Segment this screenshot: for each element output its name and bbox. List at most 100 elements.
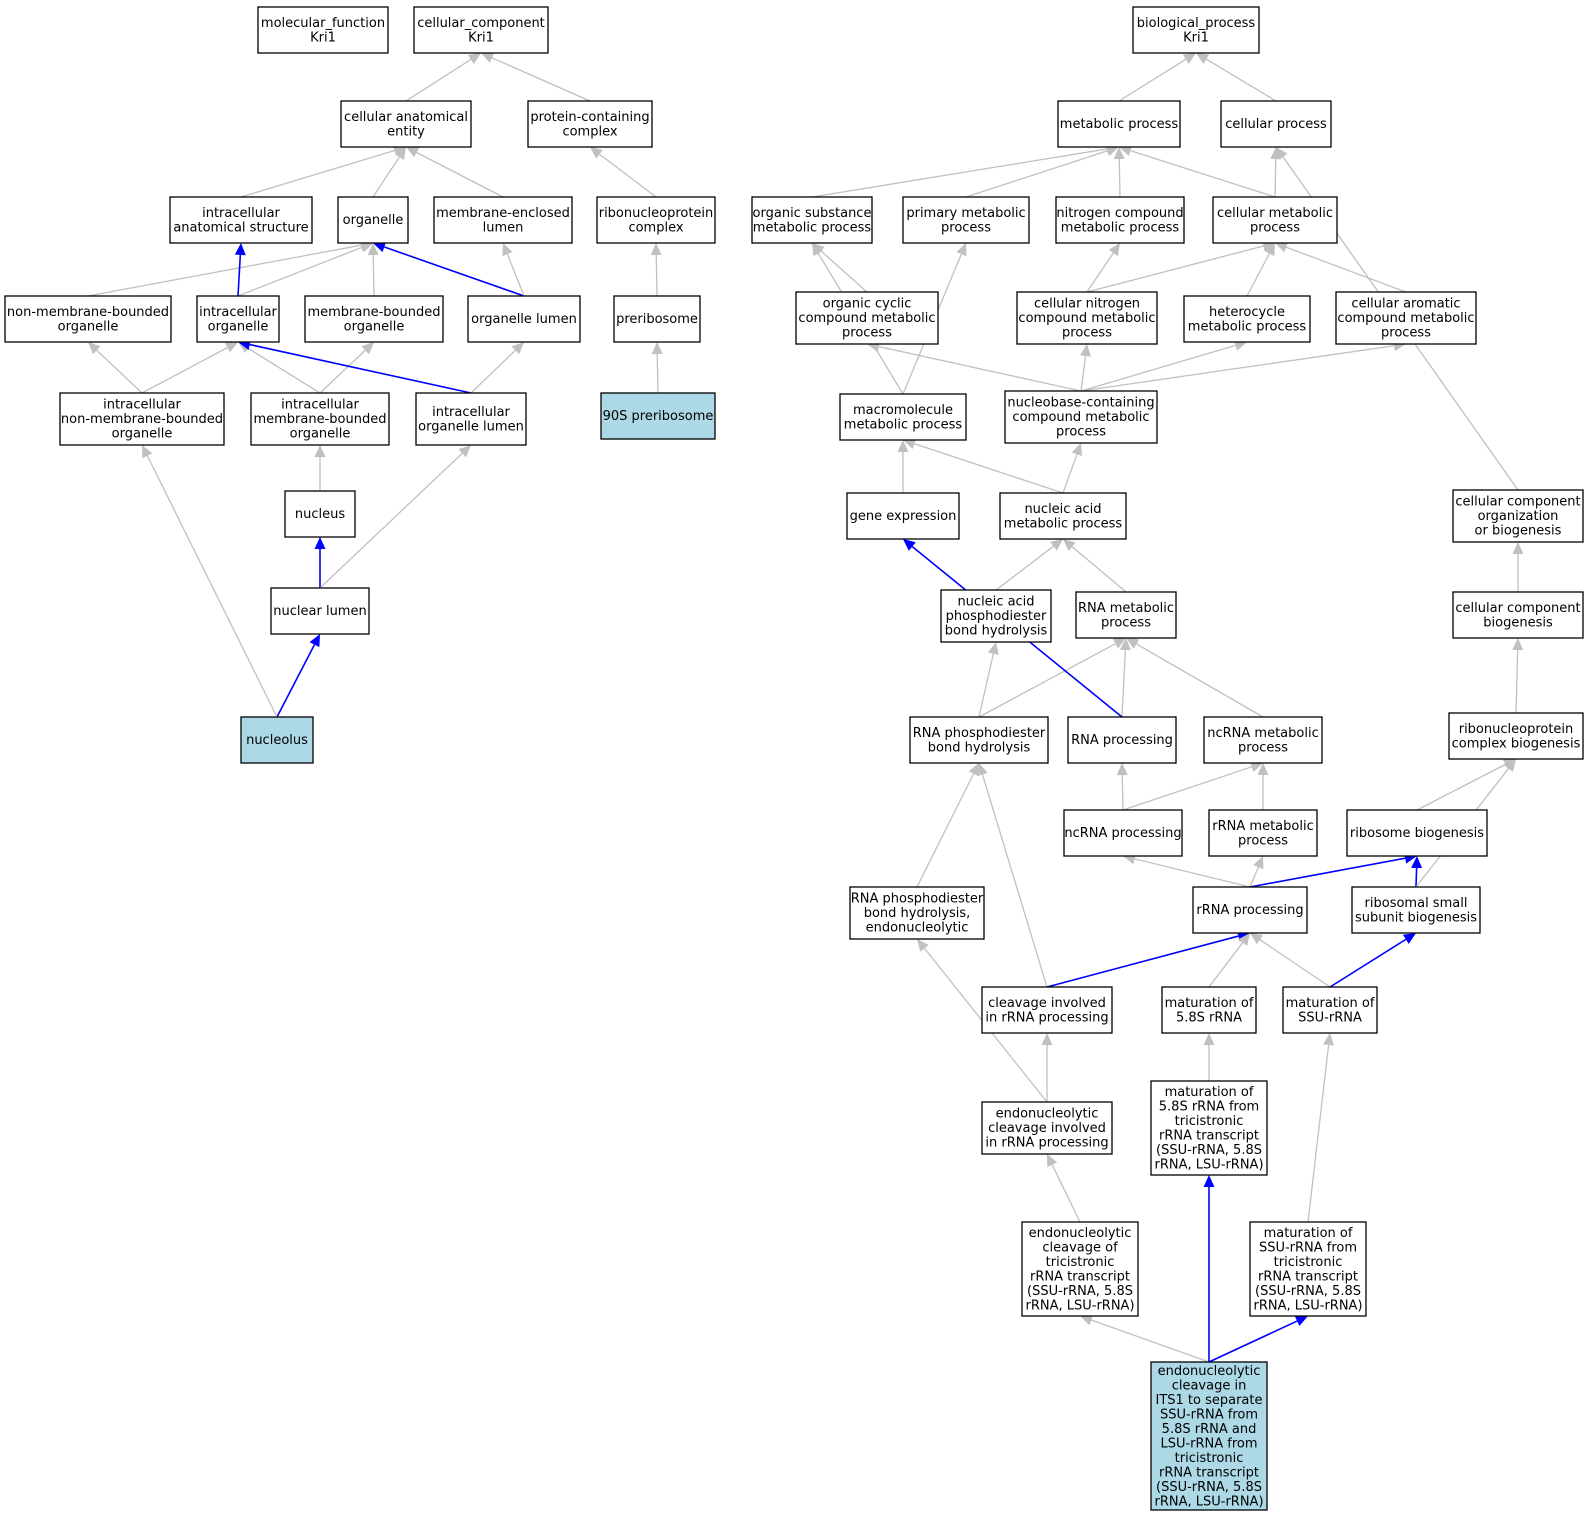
node-label-line: preribosome	[616, 312, 698, 327]
node-label-line: rRNA metabolic	[1212, 819, 1313, 834]
go-term-node-prib[interactable]: preribosome	[613, 295, 701, 343]
arrowhead-namp-to-nbcmp	[1071, 443, 1083, 457]
edge-cirp-to-rpbh	[981, 774, 1048, 988]
node-box	[340, 100, 472, 148]
node-label-line: 5.8S rRNA	[1176, 1010, 1242, 1025]
arrowhead-rnamp-to-namp	[1063, 539, 1076, 551]
go-term-node-nl[interactable]: nuclear lumen	[270, 587, 370, 635]
edge-ncrp-to-rnap	[1121, 774, 1124, 811]
node-label-line: ITS1 to separate	[1155, 1393, 1262, 1408]
go-term-node-cp[interactable]: cellular process	[1220, 100, 1332, 148]
go-term-node-rbg[interactable]: ribosome biogenesis	[1346, 809, 1488, 857]
edge-cirp-to-rrp	[1046, 935, 1239, 988]
go-term-node-rnap[interactable]: RNA processing	[1067, 716, 1177, 764]
node-box	[795, 291, 939, 345]
go-term-node-mp[interactable]: metabolic process	[1057, 100, 1181, 148]
go-term-node-p90[interactable]: 90S preribosome	[600, 392, 716, 440]
node-label-line: process	[941, 220, 991, 235]
edge-cmp-to-mp	[1130, 150, 1276, 198]
arrowhead-cirp-to-rpbh	[977, 763, 988, 777]
arrowhead-ncrp-to-rnap	[1116, 763, 1128, 776]
node-label-line: metabolic process	[1060, 117, 1179, 132]
go-term-node-rrp[interactable]: rRNA processing	[1192, 886, 1308, 934]
node-label-line: gene expression	[850, 509, 957, 524]
node-label-line: macromolecule	[853, 403, 953, 418]
node-label-line: RNA phosphodiester	[913, 726, 1046, 741]
arrowhead-p90-to-prib	[651, 342, 663, 355]
edge-ncmp-to-mp	[1118, 158, 1121, 198]
go-term-node-org[interactable]: organelle	[337, 196, 409, 244]
node-label-line: compound metabolic	[1018, 311, 1155, 326]
go-term-node-ol[interactable]: organelle lumen	[467, 295, 581, 343]
edge-mssu-to-rrp	[1259, 939, 1331, 988]
go-term-node-nlus[interactable]: nucleolus	[240, 716, 314, 764]
edge-pcc-to-cc	[491, 57, 591, 102]
node-box	[1004, 390, 1158, 444]
node-box	[1452, 591, 1584, 639]
node-label-line: non-membrane-bounded	[61, 412, 223, 427]
go-term-node-nuc[interactable]: nucleus	[284, 490, 356, 538]
node-label-line: Kri1	[1183, 30, 1209, 45]
node-box	[1150, 1361, 1268, 1511]
arrowhead-ol-to-mel	[502, 243, 513, 257]
edge-prib-to-rnpc	[655, 254, 658, 297]
arrowhead-hmp-to-cmp	[1264, 243, 1275, 257]
node-label-line: metabolic process	[1188, 319, 1307, 334]
node-box	[1055, 196, 1185, 244]
edge-nlus-to-nl	[276, 644, 316, 718]
node-label-line: process	[1250, 220, 1300, 235]
go-term-node-ge[interactable]: gene expression	[846, 492, 960, 540]
edge-mssu-to-rssb	[1329, 938, 1407, 988]
edge-osmp-to-mp	[811, 148, 1108, 198]
node-label-line: RNA metabolic	[1078, 601, 1174, 616]
go-term-node-ncrp[interactable]: ncRNA processing	[1063, 809, 1183, 857]
edge-mp-to-bp	[1118, 58, 1187, 102]
